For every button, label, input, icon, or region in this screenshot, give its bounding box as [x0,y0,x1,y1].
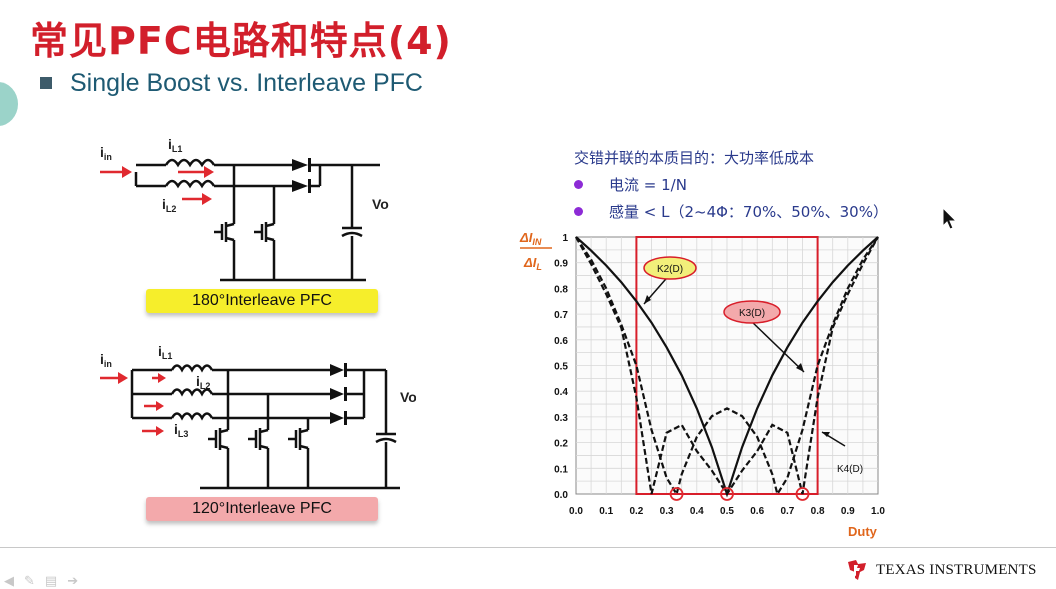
chart-annotations: K2(D) K3(D) K4(D) [643,256,863,475]
y-tick-label: 0.2 [554,439,568,450]
menu-icon[interactable]: ▤ [44,573,58,588]
k4-annotation: K4(D) [837,464,863,475]
footer-divider [0,547,1056,548]
chart-series [575,236,879,498]
current-arrows [100,372,166,436]
x-tick-label: 0.2 [629,506,643,517]
circuit-120-label: 120°Interleave PFC [146,497,378,521]
y-tick-label: 0.9 [554,259,568,270]
iin-label: iin [100,351,112,369]
il3-label: iL3 [174,421,188,439]
x-tick-label: 1.0 [871,506,885,517]
k3-annotation: K3(D) [739,308,765,319]
y-tick-label: 0.5 [554,362,568,373]
x-tick-label: 0.5 [720,506,734,517]
y-tick-label: 0.6 [554,336,568,347]
y-tick-label: 0.0 [554,490,568,501]
y-tick-label: 0.8 [554,284,568,295]
x-tick-label: 0.6 [750,506,764,517]
slide-title: 常见PFC电路和特点(4) [30,19,452,63]
circuit-wires [130,364,400,490]
bullet-square-icon [40,77,52,89]
y-tick-label: 0.1 [554,464,568,475]
x-tick-label: 0.3 [660,506,674,517]
circuit-180-label: 180°Interleave PFC [146,289,378,313]
svg-text:ΔIIN: ΔIIN [519,230,542,247]
bullet-dot-icon [574,207,583,216]
decorative-circle [0,82,18,126]
current-arrows [100,166,214,205]
annotation-item: 感量 < L（2~4Φ：70%、50%、30%） [574,201,888,222]
diode-icons [292,158,311,193]
vo-label: Vo [372,196,389,212]
zero-point-marker [669,487,684,501]
ripple-ratio-chart: 0.0 0.1 0.2 0.3 0.4 0.5 0.6 0.7 0.8 0.9 1.0 0.0 0.1 0… [512,222,892,549]
il2-label: iL2 [196,373,210,391]
next-arrow-icon[interactable]: ➔ [67,573,79,588]
mouse-cursor-icon [942,207,958,230]
iin-label: iin [100,144,112,162]
x-tick-label: 0.1 [599,506,613,517]
series-line-k3d [575,236,879,497]
annotation-item: 电流 = 1/N [574,174,687,195]
series-line-k4d [575,236,879,497]
y-tick-label: 0.3 [554,413,568,424]
y-tick-label: 0.4 [554,387,568,398]
zero-point-marker [795,487,810,501]
x-tick-label: 0.7 [780,506,794,517]
il2-label: iL2 [162,196,176,214]
circuit-180-interleave: iin iL1 iL2 Vo [96,132,416,297]
circuit-wires [134,158,380,282]
y-tick-label: 1 [562,233,568,244]
chart-grid [575,236,879,495]
vo-label: Vo [400,389,416,405]
ti-logo: TEXAS INSTRUMENTS [846,558,1037,582]
x-tick-label: 0.0 [569,506,583,517]
chart-ticks: 0.0 0.1 0.2 0.3 0.4 0.5 0.6 0.7 0.8 0.9 1.0 0.0 0.1 0… [554,233,885,517]
il1-label: iL1 [168,136,182,154]
bullet-heading: Single Boost vs. Interleave PFC [40,68,423,98]
x-tick-label: 0.9 [841,506,855,517]
bullet-dot-icon [574,180,583,189]
bullet-text: Single Boost vs. Interleave PFC [70,68,423,97]
chart-x-label: Duty [848,524,878,539]
y-tick-label: 0.7 [554,310,568,321]
circuit-120-interleave: iin iL1 iL2 iL3 Vo [96,340,417,505]
x-tick-label: 0.8 [811,506,825,517]
il1-label: iL1 [158,343,172,361]
chart-y-label: ΔIIN ΔIL [519,230,552,272]
zero-point-marker [720,487,734,501]
ti-logo-icon [848,560,866,580]
x-tick-label: 0.4 [690,506,704,517]
pen-icon[interactable]: ✎ [24,573,35,588]
diode-icons [330,363,347,425]
k2-annotation: K2(D) [657,264,683,275]
svg-text:ΔIL: ΔIL [523,255,542,272]
slide-nav-controls[interactable]: ◀ ✎ ▤ ➔ [4,573,78,589]
chart-markers [669,487,810,501]
prev-arrow-icon[interactable]: ◀ [4,573,14,588]
annotation-title: 交错并联的本质目的：大功率低成本 [574,149,815,167]
ti-company-name: TEXAS INSTRUMENTS [876,561,1037,578]
